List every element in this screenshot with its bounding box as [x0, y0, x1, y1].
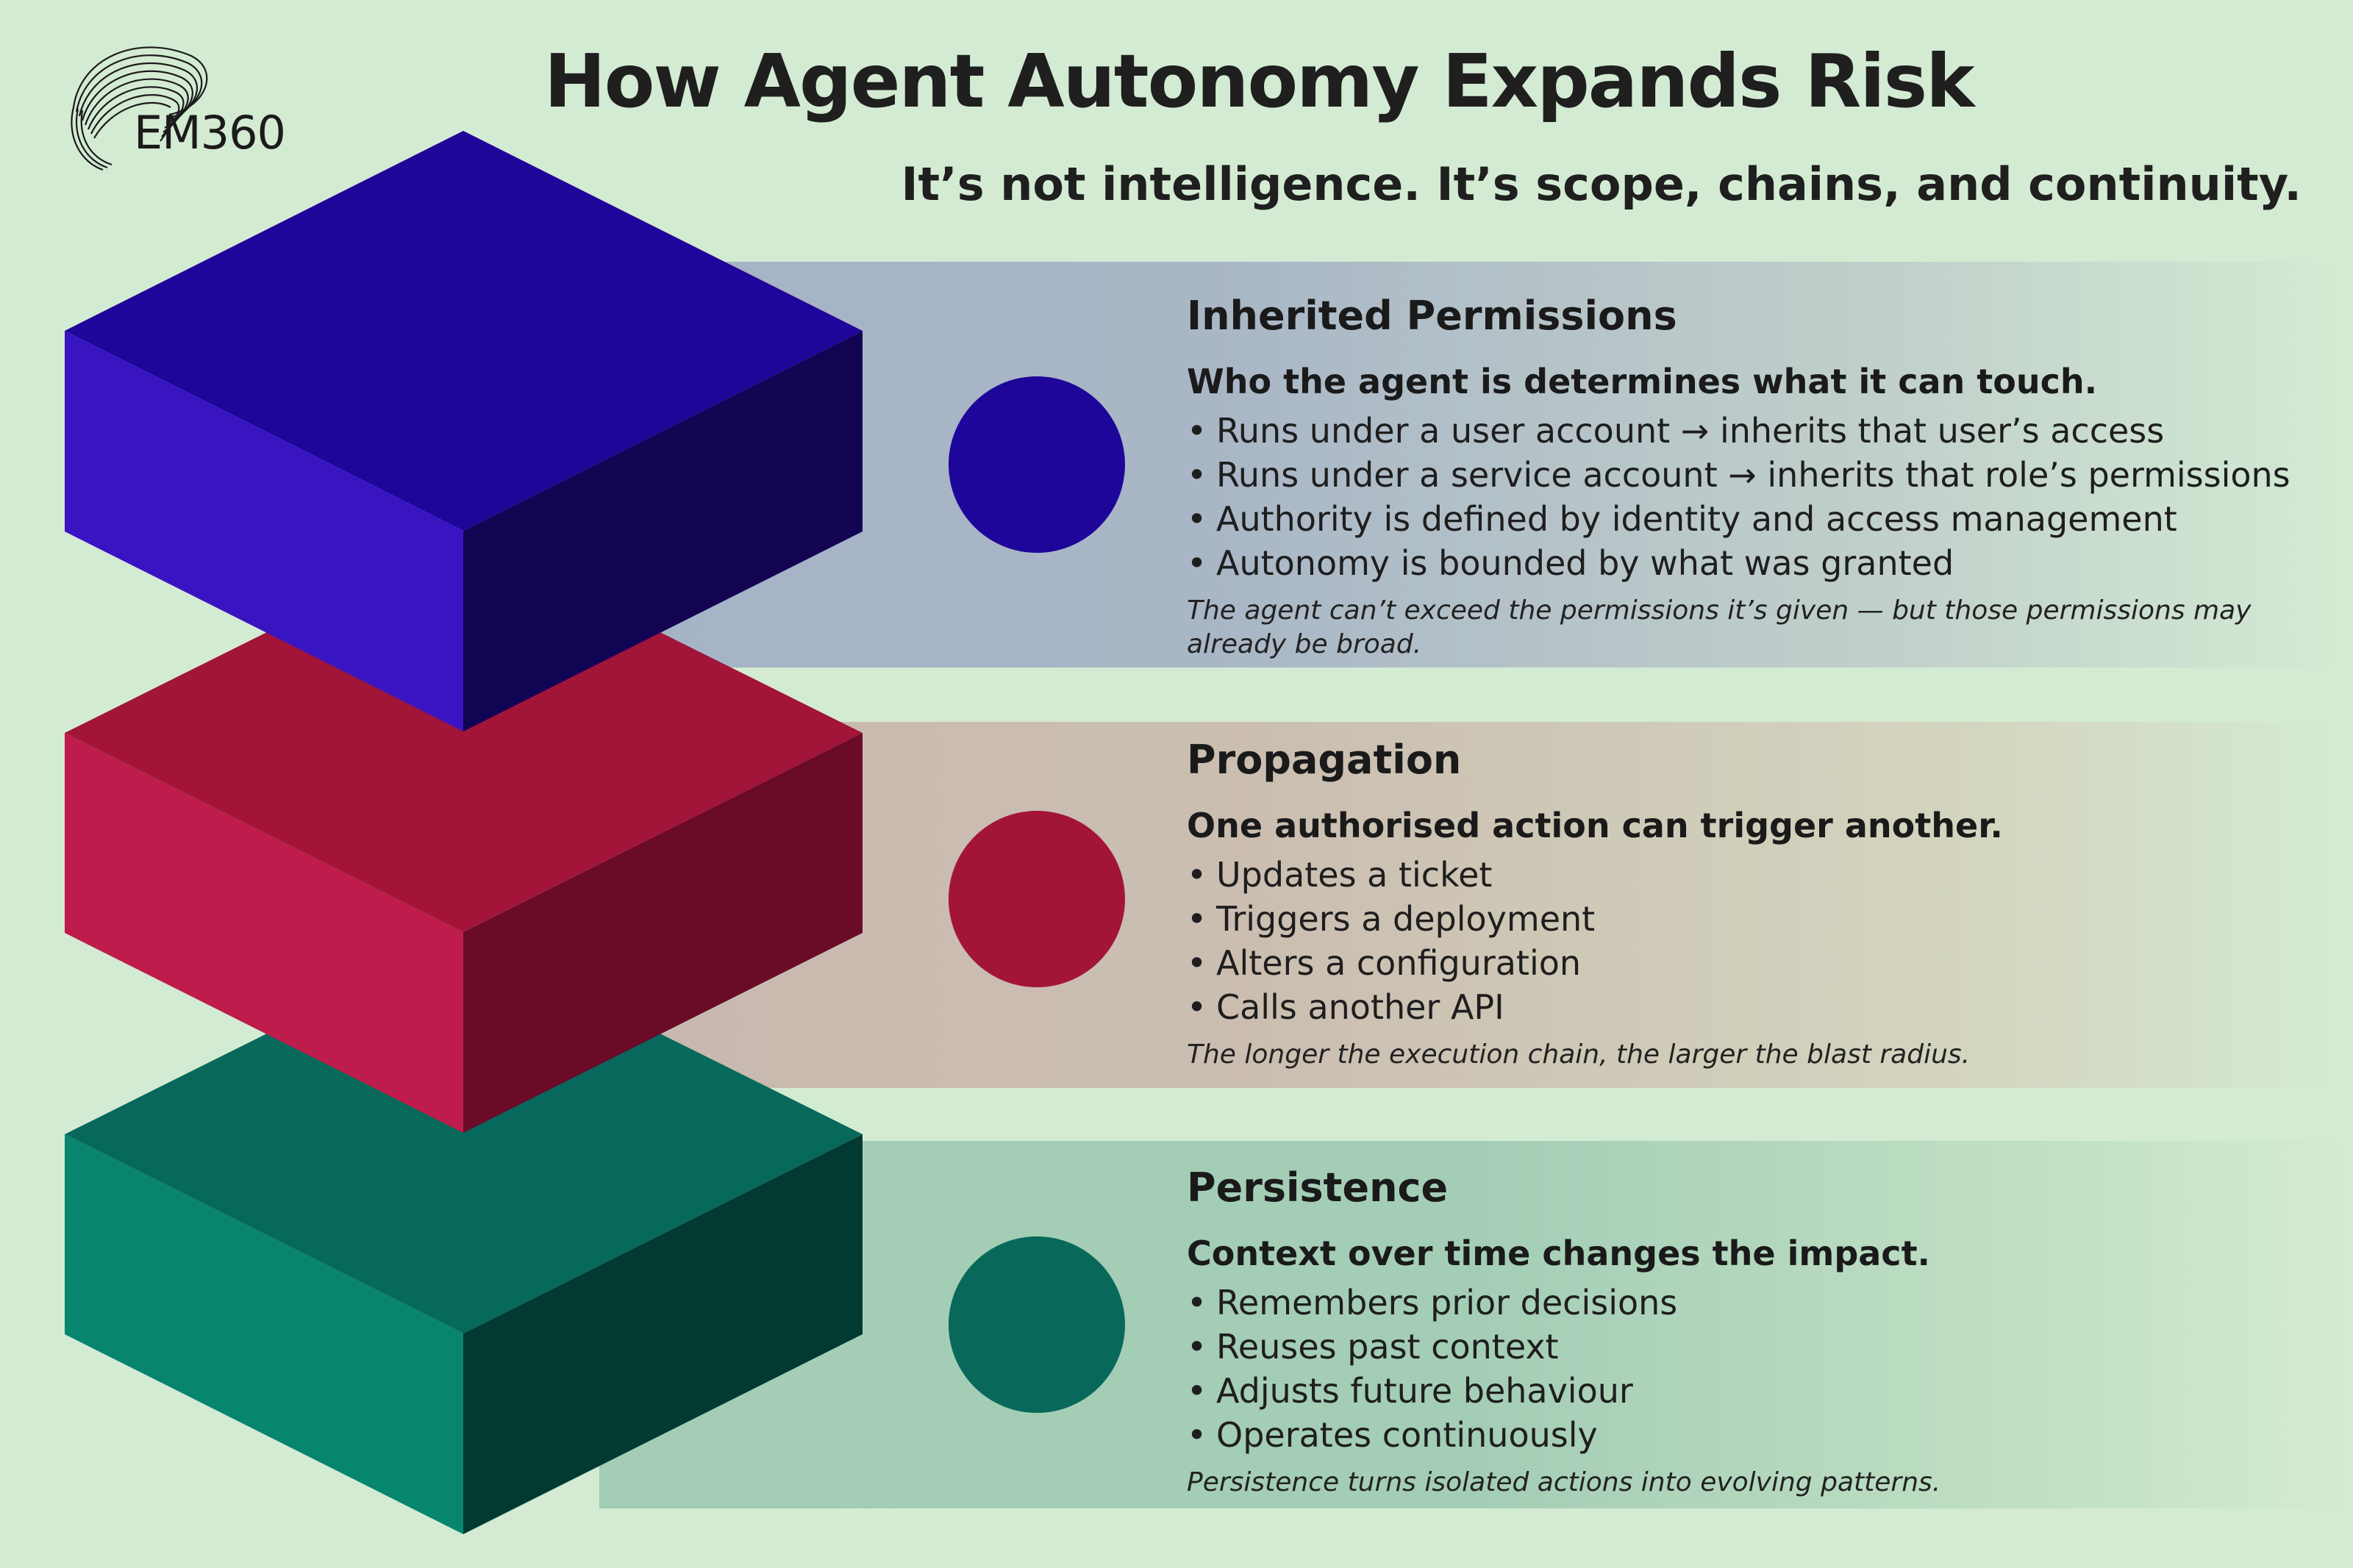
list-item: •Runs under a user account → inherits th…: [1187, 411, 2165, 451]
list-item: •Autonomy is bounded by what was granted: [1187, 543, 1954, 583]
logo-text: EM360: [134, 106, 286, 160]
list-item-text: Remembers prior decisions: [1216, 1283, 1678, 1322]
list-item-text: Reuses past context: [1216, 1327, 1559, 1367]
list-item: •Operates continuously: [1187, 1415, 1598, 1455]
list-item-text: Operates continuously: [1216, 1415, 1598, 1455]
section-title: Inherited Permissions: [1187, 293, 1677, 339]
band-persistence: [599, 1141, 2353, 1508]
section-note: The agent can’t exceed the permissions i…: [1187, 595, 2252, 659]
list-item: •Adjusts future behaviour: [1187, 1371, 1633, 1411]
list-item-text: Updates a ticket: [1216, 855, 1493, 895]
blue-block: [65, 131, 863, 731]
list-item-text: Authority is defined by identity and acc…: [1216, 499, 2177, 539]
section-inherited-permissions: Inherited Permissions Who the agent is d…: [1187, 290, 2334, 662]
logo-swirl-icon: [71, 46, 208, 171]
list-item: •Remembers prior decisions: [1187, 1283, 1678, 1322]
list-item: •Authority is defined by identity and ac…: [1187, 499, 2177, 539]
persistence-circle: [949, 1236, 1125, 1413]
layer-stack-illustration: [65, 131, 863, 1534]
list-item: •Triggers a deployment: [1187, 899, 1596, 939]
propagation-circle: [949, 811, 1125, 987]
list-item: •Calls another API: [1187, 987, 1504, 1027]
section-title: Propagation: [1187, 737, 1462, 783]
section-lead: One authorised action can trigger anothe…: [1187, 806, 2003, 845]
red-block: [65, 534, 863, 1133]
section-note: Persistence turns isolated actions into …: [1187, 1467, 1941, 1497]
list-item: •Alters a configuration: [1187, 943, 1582, 983]
page-subtitle: It’s not intelligence. It’s scope, chain…: [901, 157, 2302, 211]
section-note: The longer the execution chain, the larg…: [1187, 1039, 1971, 1070]
green-block: [65, 936, 863, 1534]
em360-logo: EM360: [51, 26, 316, 173]
list-item-text: Alters a configuration: [1216, 943, 1582, 983]
section-lead: Context over time changes the impact.: [1187, 1234, 1931, 1273]
section-lead: Who the agent is determines what it can …: [1187, 362, 2098, 401]
list-item-text: Autonomy is bounded by what was granted: [1216, 543, 1954, 583]
page-title: How Agent Autonomy Expands Risk: [544, 38, 1975, 124]
list-item: •Reuses past context: [1187, 1327, 1559, 1367]
band-inherited-permissions: [599, 262, 2353, 667]
list-item-text: Triggers a deployment: [1216, 899, 1596, 939]
list-item: •Updates a ticket: [1187, 855, 1493, 895]
section-propagation: Propagation One authorised action can tr…: [1187, 734, 2334, 1072]
list-item-text: Runs under a service account → inherits …: [1216, 455, 2290, 495]
list-item-text: Runs under a user account → inherits tha…: [1216, 411, 2165, 451]
list-item: •Runs under a service account → inherits…: [1187, 455, 2290, 495]
section-persistence: Persistence Context over time changes th…: [1187, 1161, 2334, 1500]
list-item-text: Adjusts future behaviour: [1216, 1371, 1633, 1411]
section-title: Persistence: [1187, 1164, 1449, 1211]
band-propagation: [599, 722, 2353, 1088]
inherited-permissions-circle: [949, 376, 1125, 553]
list-item-text: Calls another API: [1216, 987, 1504, 1027]
